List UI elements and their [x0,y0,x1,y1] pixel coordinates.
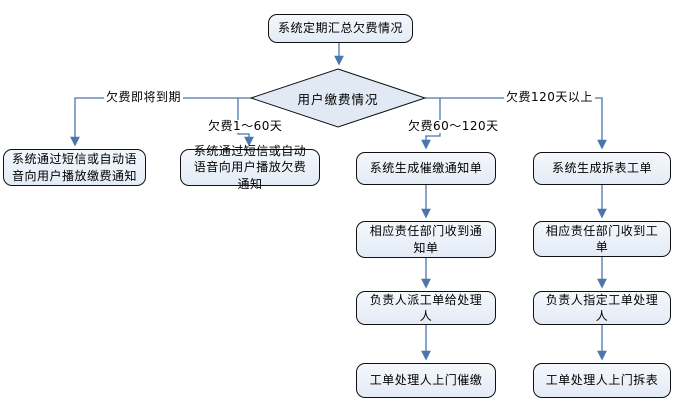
node-dept-receive-notice: 相应责任部门收到通知单 [356,221,496,258]
node-handler-door-collect: 工单处理人上门催缴 [356,363,496,398]
node-leader-assign-handler: 负责人指定工单处理人 [533,291,671,325]
edge-label-days-over-120: 欠费120天以上 [504,90,595,104]
decision-diamond-shape [249,68,427,128]
node-handler-door-remove: 工单处理人上门拆表 [533,363,671,398]
edge-label-days-60-120: 欠费60～120天 [406,119,501,133]
node-decision: 用户缴费情况 [297,91,379,107]
node-sms-payment-notice: 系统通过短信或自动语音向用户播放缴费通知 [3,149,146,186]
node-leader-dispatch-order: 负责人派工单给处理人 [356,291,496,325]
edge-label-days-1-60: 欠费1～60天 [206,119,285,133]
node-start: 系统定期汇总欠费情况 [268,14,413,43]
node-dept-receive-order: 相应责任部门收到工单 [533,221,671,257]
node-sms-arrears-notice: 系统通过短信或自动语音向用户播放欠费通知 [180,144,320,191]
node-generate-collection-notice: 系统生成催缴通知单 [356,152,496,185]
edge-label-due-soon: 欠费即将到期 [104,90,184,104]
node-generate-removal-order: 系统生成拆表工单 [533,152,671,185]
